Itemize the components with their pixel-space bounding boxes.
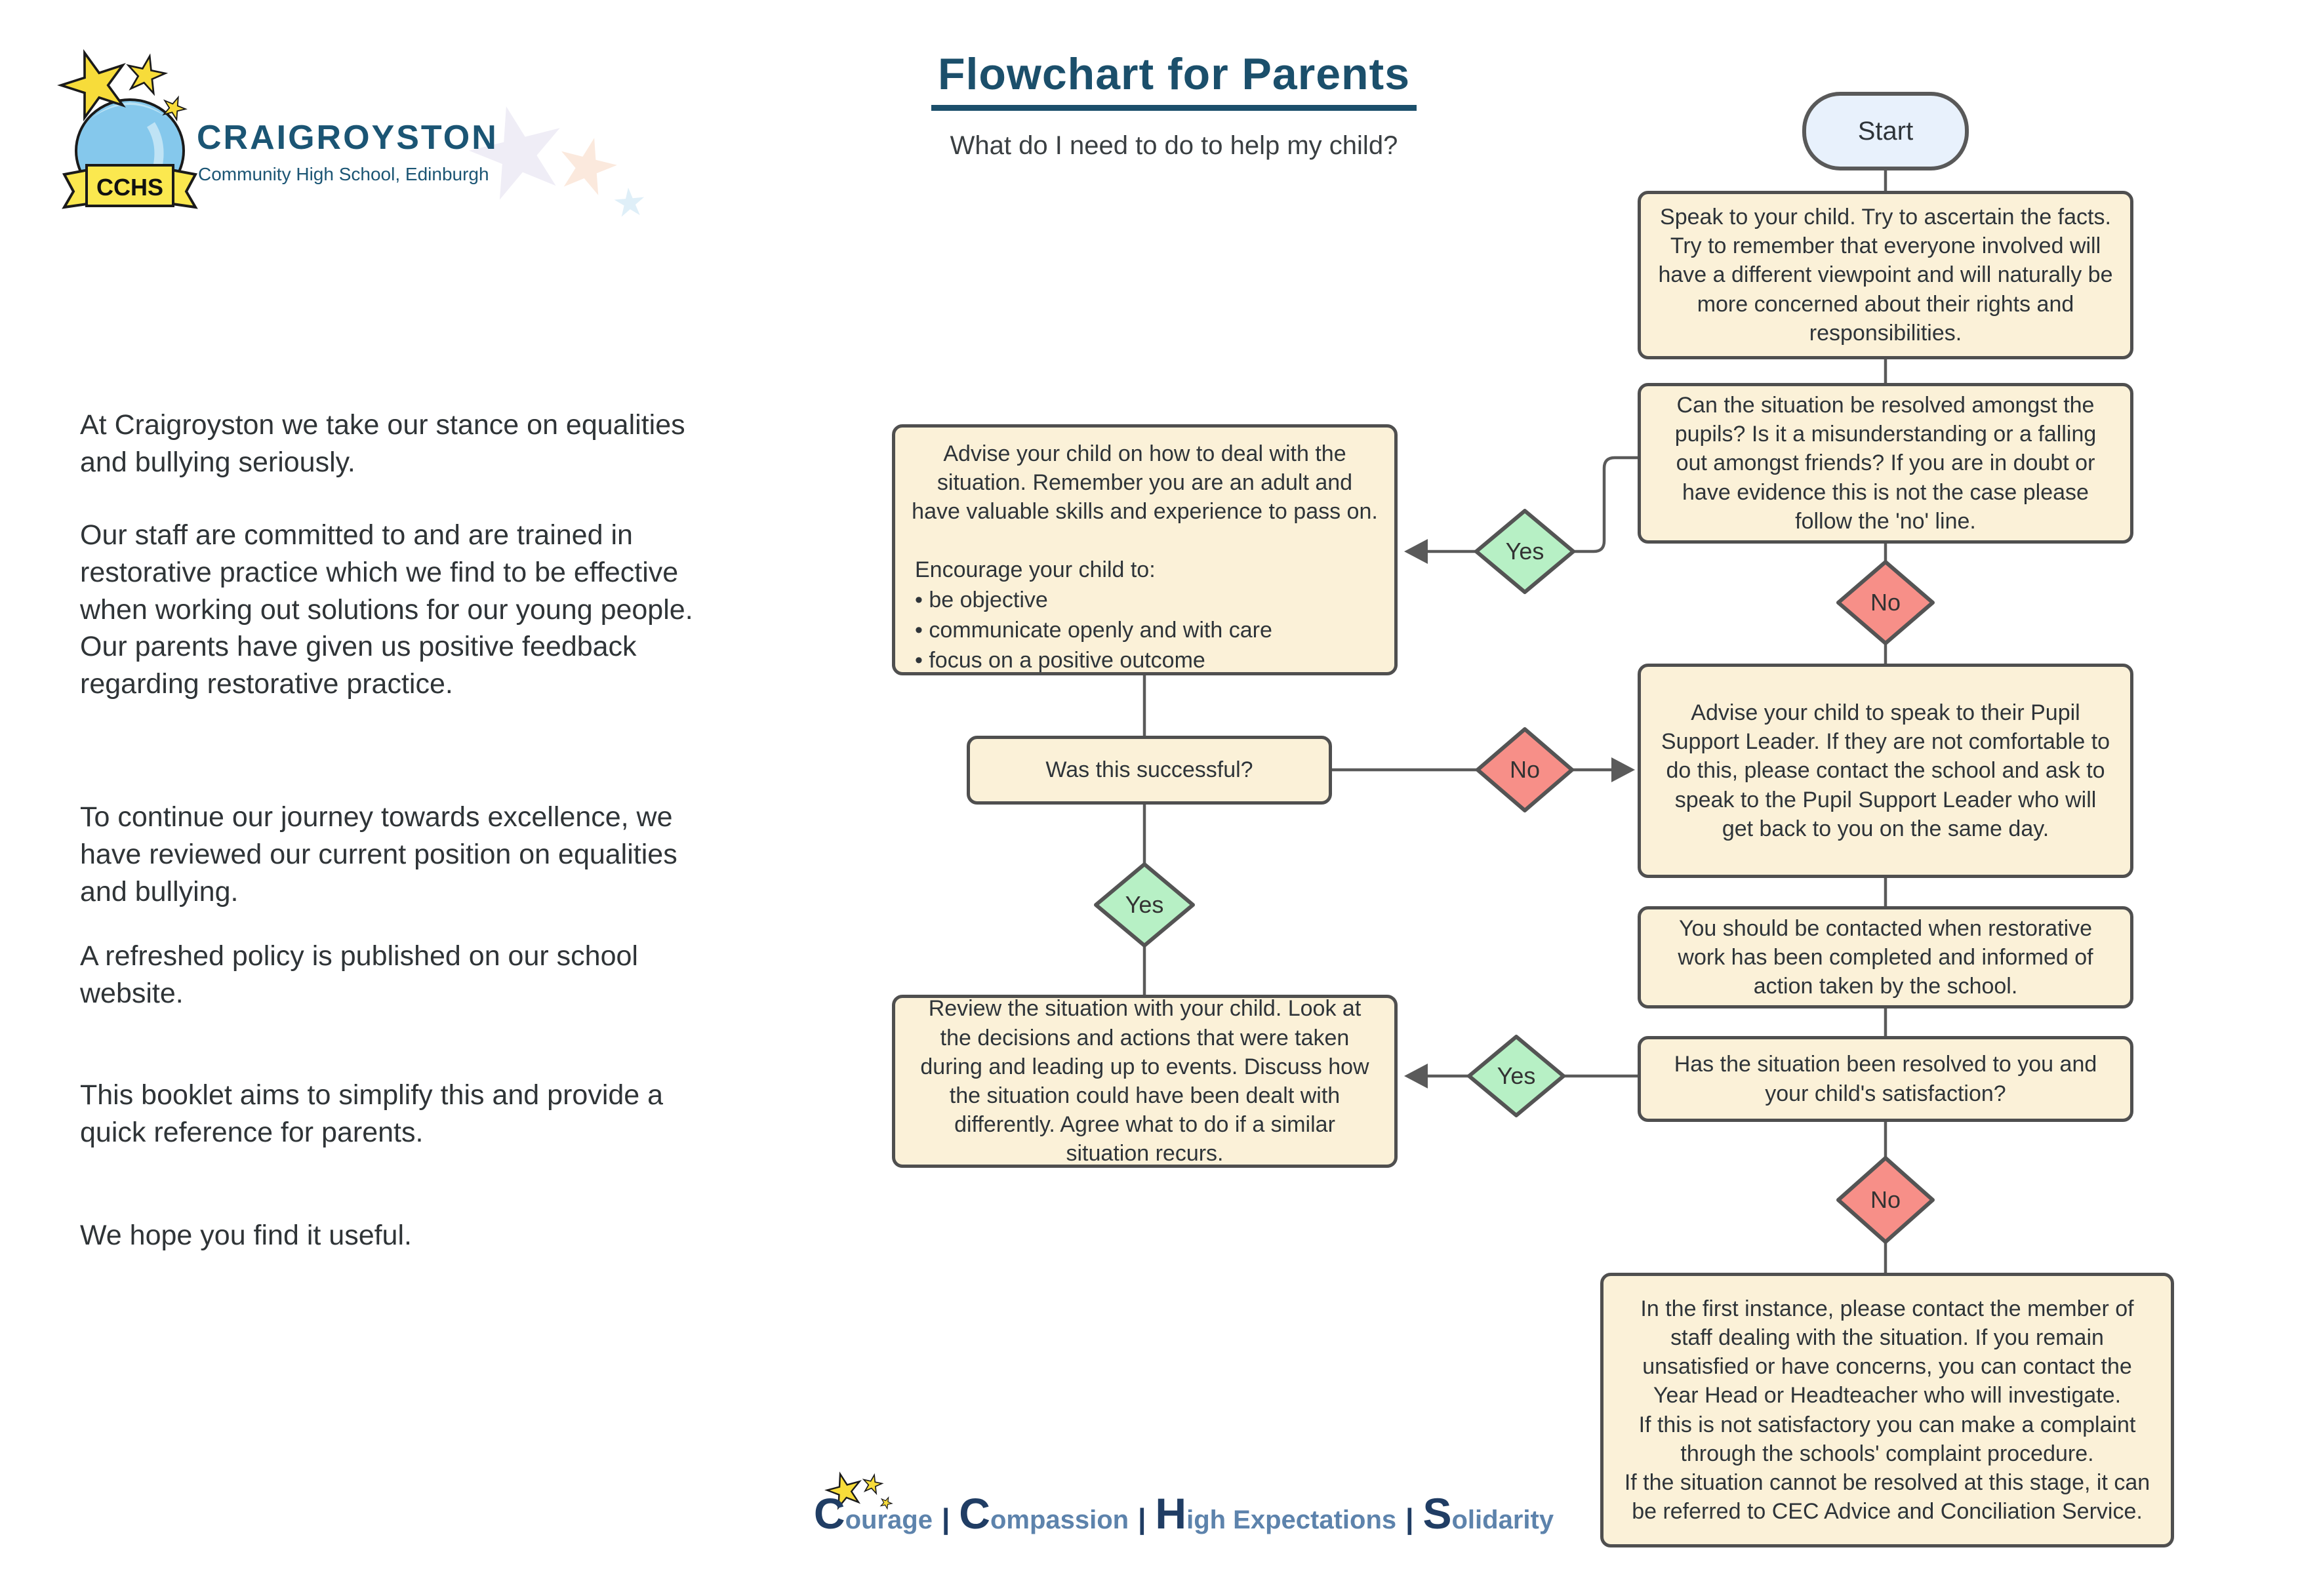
start-node: Start	[1802, 92, 1969, 170]
arrowhead-into-advise	[1404, 539, 1428, 564]
motto-separator: |	[941, 1503, 950, 1535]
advise-child-box: Advise your child on how to deal with th…	[892, 424, 1398, 675]
motto-initial: C	[813, 1489, 845, 1538]
review-situation-box: Review the situation with your child. Lo…	[892, 995, 1398, 1168]
motto-initial: H	[1155, 1489, 1187, 1538]
motto-separator: |	[1405, 1503, 1414, 1535]
yes-label: Yes	[1125, 891, 1164, 918]
contacted-box: You should be contacted when restorative…	[1638, 906, 2133, 1008]
advise-main-text: Advise your child on how to deal with th…	[912, 441, 1378, 525]
intro-paragraph: This booklet aims to simplify this and p…	[80, 1079, 664, 1148]
intro-paragraph: Our staff are committed to and are train…	[80, 519, 693, 700]
pupil-support-leader-box: Advise your child to speak to their Pupi…	[1638, 664, 2133, 878]
motto-initial: S	[1422, 1489, 1452, 1538]
no-diamond-1	[1836, 560, 1935, 645]
yes-label: Yes	[1497, 1062, 1536, 1089]
yes-diamond-3	[1467, 1035, 1565, 1117]
motto-word: ompassion	[990, 1506, 1129, 1534]
motto-word: igh Expectations	[1186, 1506, 1397, 1534]
connector-resolve-yes-advise	[1426, 456, 1638, 553]
page-title: Flowchart for Parents	[931, 49, 1417, 111]
bullet-item: • communicate openly and with care	[915, 617, 1272, 643]
situation-resolved-box: Has the situation been resolved to you a…	[1638, 1036, 2133, 1122]
was-successful-box: Was this successful?	[967, 736, 1332, 805]
intro-paragraph: A refreshed policy is published on our s…	[80, 940, 638, 1009]
bullet-item: • be objective	[915, 587, 1048, 612]
encourage-label: Encourage your child to:	[915, 557, 1156, 582]
yes-diamond-2	[1094, 862, 1195, 948]
no-label: No	[1870, 1186, 1901, 1213]
page-subtitle: What do I need to do to help my child?	[950, 131, 1398, 160]
can-be-resolved-box: Can the situation be resolved amongst th…	[1638, 383, 2133, 544]
motto-word: ourage	[845, 1506, 933, 1534]
intro-paragraph: To continue our journey towards excellen…	[80, 801, 677, 908]
intro-paragraph: We hope you find it useful.	[80, 1220, 412, 1251]
complaint-procedure-box: In the first instance, please contact th…	[1600, 1273, 2174, 1547]
bullet-item: • focus on a positive outcome	[915, 648, 1205, 673]
no-label: No	[1870, 589, 1901, 616]
motto-word: olidarity	[1451, 1506, 1554, 1534]
yes-diamond-1	[1474, 509, 1575, 594]
intro-paragraph: At Craigroyston we take our stance on eq…	[80, 409, 685, 478]
school-subtitle: Community High School, Edinburgh	[198, 164, 489, 184]
badge-text: CCHS	[96, 174, 163, 201]
banner-ribbon-icon: CCHS	[62, 164, 198, 209]
no-diamond-3	[1836, 1156, 1935, 1244]
no-diamond-2	[1476, 727, 1574, 812]
speak-to-child-box: Speak to your child. Try to ascertain th…	[1638, 191, 2133, 359]
motto-separator: |	[1138, 1503, 1146, 1535]
motto-initial: C	[959, 1489, 990, 1538]
school-logo: CCHS	[52, 46, 646, 218]
arrowhead-into-review	[1404, 1064, 1428, 1088]
no-label: No	[1509, 756, 1541, 783]
school-motto: Courage|Compassion|High Expectations|Sol…	[774, 1488, 1594, 1538]
school-name: CRAIGROYSTON	[197, 119, 498, 157]
arrowhead-into-psl	[1611, 757, 1635, 782]
yes-label: Yes	[1505, 538, 1544, 565]
